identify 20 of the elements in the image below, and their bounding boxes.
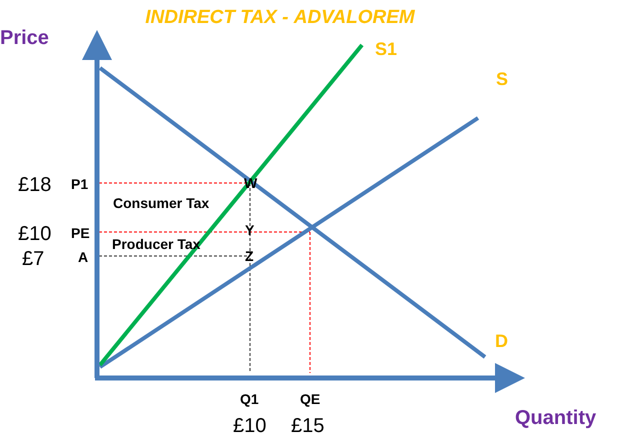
quantity-label: QE xyxy=(300,392,320,406)
quantity-value: £10 xyxy=(233,416,266,436)
quantity-label: Q1 xyxy=(240,392,259,406)
axis-title: Quantity xyxy=(515,408,596,428)
price-value: £18 xyxy=(18,175,52,195)
area-label: Consumer Tax xyxy=(113,196,210,210)
price-label: A xyxy=(78,250,88,264)
curve-label: S1 xyxy=(375,40,398,58)
point-label: W xyxy=(244,176,258,190)
axis-title: Price xyxy=(0,28,49,48)
price-value: £7 xyxy=(22,249,44,269)
price-value: £10 xyxy=(18,224,52,244)
point-label: Z xyxy=(245,249,254,263)
price-label: PE xyxy=(71,226,90,240)
price-label: P1 xyxy=(71,177,88,191)
chart-title: INDIRECT TAX - ADVALOREM xyxy=(144,7,416,29)
curve-label: D xyxy=(495,332,508,350)
point-label: Y xyxy=(245,223,254,237)
quantity-value: £15 xyxy=(291,416,324,436)
curve-label: S xyxy=(496,70,508,88)
